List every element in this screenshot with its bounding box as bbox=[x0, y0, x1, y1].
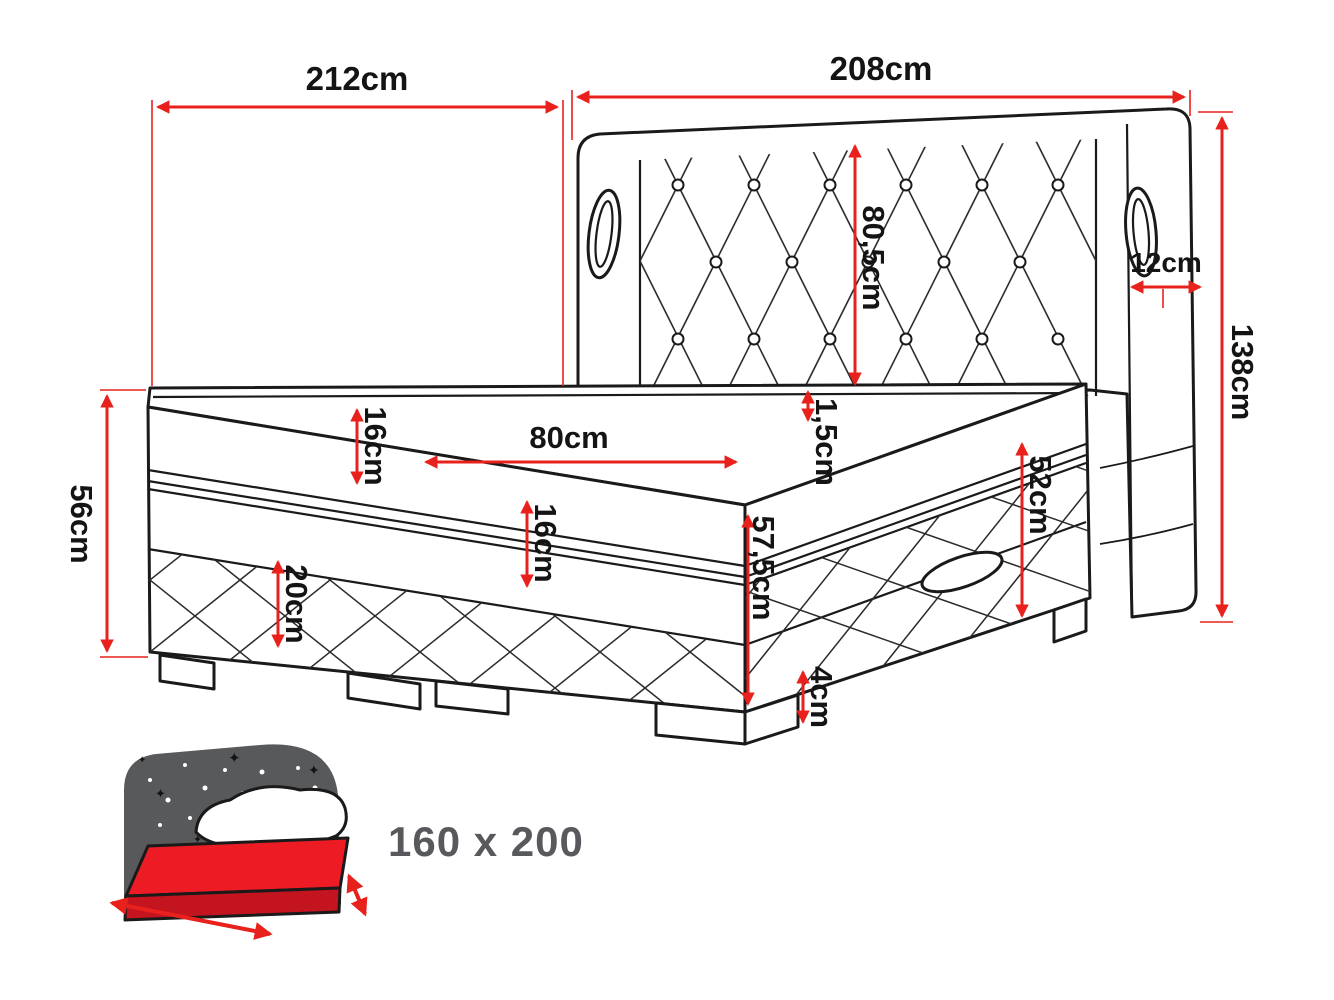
mattress-back-piping bbox=[152, 391, 1084, 399]
dim-label-headboard-gap: 1,5cm bbox=[809, 398, 844, 486]
side-handle bbox=[920, 550, 1004, 594]
bed-legs bbox=[158, 597, 1088, 746]
pictogram-mattress-top bbox=[124, 836, 350, 898]
dim-label-headboard-side-depth: 12cm bbox=[1130, 247, 1202, 278]
dim-label-headboard-total-height: 138cm bbox=[1225, 324, 1260, 421]
dim-label-base-box-height: 20cm bbox=[279, 564, 314, 643]
headboard-wing-crease-2 bbox=[1099, 523, 1194, 545]
pictogram-width-arrow bbox=[109, 897, 273, 940]
dimension-annotations: 212cm 208cm 80,5cm 12cm 138cm 56cm 16cm … bbox=[64, 50, 1260, 728]
dim-label-headboard-panel-height: 80,5cm bbox=[856, 205, 891, 310]
svg-text:✦: ✦ bbox=[155, 786, 166, 801]
bed-size-pictogram: ✦ ✦ ✦ ✦ ✦ ✦ ✦ 160 x 200 bbox=[109, 744, 584, 940]
dim-label-headboard-width: 208cm bbox=[830, 50, 933, 87]
dim-label-side-box-height: 52cm bbox=[1023, 455, 1058, 534]
headboard-wing-crease-1 bbox=[1099, 445, 1194, 469]
dim-label-mattress-half-width: 80cm bbox=[529, 420, 608, 455]
headboard-panel bbox=[576, 107, 1198, 619]
svg-text:✦: ✦ bbox=[308, 762, 320, 778]
svg-text:✦: ✦ bbox=[228, 750, 241, 767]
dim-label-mattress-thickness: 16cm bbox=[528, 503, 563, 582]
svg-text:✦: ✦ bbox=[138, 755, 146, 766]
bed-drawing bbox=[146, 107, 1198, 746]
headboard-buttons bbox=[671, 178, 1065, 346]
dim-label-leg-height: 4cm bbox=[804, 666, 839, 728]
front-face-seams bbox=[147, 468, 746, 647]
dim-label-base-total-height: 56cm bbox=[64, 484, 99, 563]
dim-label-topper-thickness: 16cm bbox=[358, 406, 393, 485]
pictogram-length-arrow bbox=[346, 873, 368, 917]
svg-text:✦: ✦ bbox=[193, 834, 202, 846]
size-label: 160 x 200 bbox=[388, 818, 584, 865]
dim-label-overall-length: 212cm bbox=[306, 60, 409, 97]
right-lamp-icon bbox=[1124, 186, 1158, 278]
dim-label-front-corner-height: 57,5cm bbox=[746, 515, 781, 620]
left-lamp-icon bbox=[586, 188, 622, 280]
